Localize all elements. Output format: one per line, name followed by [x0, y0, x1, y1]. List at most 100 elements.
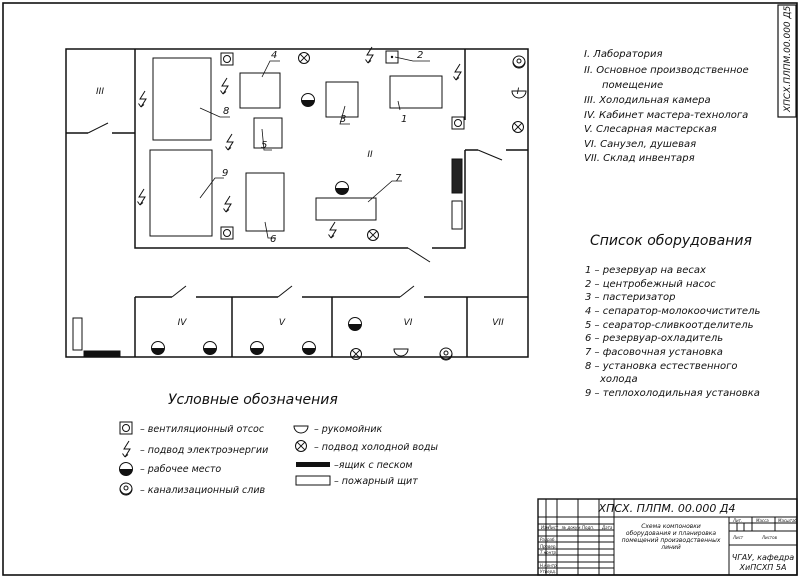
room-label-iv: IV — [178, 318, 188, 328]
workplace-icon — [119, 462, 133, 476]
equipment-number-3: 3 — [340, 114, 346, 125]
equipment-list-title: Список оборудования — [590, 233, 752, 249]
equipment-list-item: 2 – центробежный насос — [585, 278, 716, 290]
power-supply-icon — [122, 440, 131, 458]
stamp-role: Н.контр. — [540, 563, 558, 568]
power-supply-icon — [225, 133, 234, 151]
equipment-number-9: 9 — [222, 168, 228, 179]
workplace-icon — [348, 317, 362, 331]
equipment-list-item: 5 – сеаратор-сливкоотделитель — [585, 320, 754, 331]
equipment-list-item: холода — [599, 374, 638, 385]
stamp-role: Провер. — [540, 544, 557, 549]
room-list: I. Лаборатория II. Основное производстве… — [584, 48, 749, 164]
vent-icon — [220, 52, 234, 66]
org-line: ХиПСХП 5А — [739, 563, 787, 572]
pump-dot-icon — [390, 55, 394, 59]
legend-item: – рукомойник — [314, 424, 383, 435]
legend-title: Условные обозначения — [168, 392, 338, 408]
power-supply-icon — [220, 77, 229, 95]
drain-icon — [439, 347, 453, 361]
power-supply-icon — [328, 221, 337, 239]
room-label-ii: II — [367, 150, 373, 160]
stamp-role: Т.контр. — [540, 550, 557, 555]
legend-item: –ящик с песком — [334, 460, 413, 471]
room-labels: I II III IV V VI VII — [96, 87, 520, 328]
equipment-number-2: 2 — [417, 50, 423, 61]
sink-icon — [393, 348, 409, 357]
room-list-item: VII. Склад инвентаря — [584, 153, 695, 164]
leader-lines — [199, 56, 430, 239]
stamp-header: Дата — [601, 525, 613, 530]
legend: – вентиляционный отсос – подвод электроэ… — [119, 421, 438, 496]
fire-board-icon — [295, 475, 331, 486]
power-supply-icon — [137, 188, 146, 206]
equipment-blocks — [72, 50, 463, 357]
vent-icon — [220, 226, 234, 240]
stamp-role: Разраб. — [540, 537, 556, 542]
stamp-header: Изм — [541, 525, 549, 530]
room-label-vi: VI — [404, 318, 413, 328]
equipment-list: 1 – резервуар на весах 2 – центробежный … — [585, 265, 760, 399]
power-supply-icon — [223, 195, 232, 213]
equipment-list-item: 9 – теплохолодильная установка — [585, 388, 760, 399]
room-label-iii: III — [96, 87, 104, 97]
drain-icon — [512, 55, 526, 69]
equipment-number-4: 4 — [271, 50, 277, 61]
room-list-item: II. Основное производственное — [584, 65, 749, 76]
equipment-list-item: 8 – установка естественного — [585, 361, 738, 372]
doors — [87, 122, 503, 298]
workplace-icon — [335, 181, 349, 195]
workplace-icon — [302, 341, 316, 355]
drawing-title-line: помещений производственных — [622, 537, 721, 544]
water-supply-icon — [350, 348, 362, 360]
sand-box-icon — [296, 462, 330, 467]
workplace-icon — [151, 341, 165, 355]
room-list-item: VI. Санузел, душевая — [584, 139, 696, 150]
stamp-header: Лист — [547, 525, 559, 530]
lit-header: Масса — [756, 518, 769, 523]
legend-item: – рабочее место — [140, 464, 221, 475]
lit-header: Лит. — [732, 518, 742, 523]
floor-plan — [65, 48, 529, 358]
equipment-list-item: 4 – сепаратор-молокоочиститель — [585, 306, 760, 317]
equipment-number-6: 6 — [270, 234, 276, 245]
equipment-list-item: 6 – резервуар-охладитель — [585, 333, 723, 344]
room-label-vii: VII — [492, 318, 504, 328]
drawing-title-line: линий — [660, 544, 681, 551]
equipment-number-7: 7 — [395, 173, 402, 184]
sink-icon — [293, 425, 309, 434]
side-code-box: ХПСХ.ПЛПМ.00.000 Д5 — [777, 4, 797, 118]
stamp-header: Подп. — [582, 525, 594, 530]
room-list-item: помещение — [602, 80, 663, 91]
vent-icon — [451, 116, 465, 130]
workplace-icon — [250, 341, 264, 355]
power-supply-icon — [453, 63, 462, 81]
room-label-v: V — [279, 318, 286, 328]
vent-icon — [119, 421, 133, 435]
sheets-label: Листов — [761, 535, 778, 540]
equipment-number-1: 1 — [401, 114, 407, 125]
title-block: ХПСХ. ПЛПМ. 00.000 Д4 Изм Лист № докум. … — [537, 498, 798, 576]
workplace-icon — [301, 93, 315, 107]
water-supply-icon — [512, 121, 524, 133]
org-line: ЧГАУ, кафедра — [732, 553, 794, 562]
room-list-item: IV. Кабинет мастера-технолога — [584, 109, 748, 121]
drawing-title-line: Схема компоновки — [641, 523, 701, 530]
water-supply-icon — [367, 229, 379, 241]
stamp-header: № докум. — [561, 525, 582, 530]
workplace-icon — [203, 341, 217, 355]
equipment-numbers: 1 2 3 4 5 6 7 8 9 — [222, 50, 423, 245]
legend-item: – вентиляционный отсос — [140, 424, 265, 435]
power-supply-icon — [138, 90, 147, 108]
water-supply-icon — [295, 440, 307, 452]
room-list-item: V. Слесарная мастерская — [584, 124, 717, 135]
room-list-item: III. Холодильная камера — [584, 95, 711, 106]
drain-icon — [119, 482, 133, 496]
room-label-i: I — [517, 87, 520, 97]
legend-item: – подвод электроэнергии — [140, 445, 268, 456]
equipment-list-item: 3 – пастеризатор — [585, 292, 675, 303]
legend-item: – канализационный слив — [140, 485, 266, 496]
drawing-title-line: оборудования и планировка — [626, 530, 716, 537]
